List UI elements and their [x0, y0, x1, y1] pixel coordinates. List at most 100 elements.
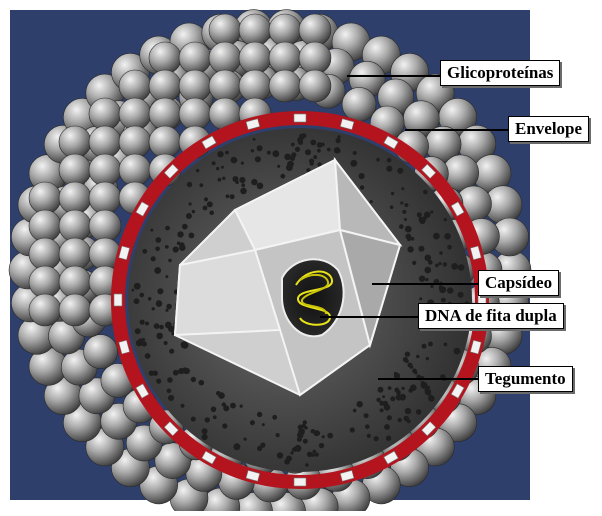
tegument-particle [230, 194, 235, 199]
tegument-particle [428, 342, 433, 347]
tegument-particle [131, 289, 134, 292]
tegument-particle [182, 224, 188, 230]
tegument-particle [149, 371, 154, 376]
tegument-particle [145, 322, 149, 326]
tegument-particle [142, 249, 147, 254]
tegument-particle [303, 439, 308, 444]
glycoprotein-sphere [269, 14, 301, 46]
tegument-particle [222, 423, 227, 428]
label-glicoproteinas: Glicoproteínas [440, 60, 560, 86]
glycoprotein-sphere [209, 70, 241, 102]
tegument-particle [387, 415, 392, 420]
tegument-particle [291, 152, 296, 157]
tegument-particle [458, 292, 464, 298]
tegument-particle [404, 203, 408, 207]
tegument-particle [410, 365, 414, 369]
tegument-particle [350, 160, 357, 167]
glycoprotein-sphere [119, 70, 151, 102]
tegument-particle [299, 134, 305, 140]
tegument-particle [406, 234, 412, 240]
glycoprotein-sphere [179, 42, 211, 74]
tegument-particle [422, 344, 427, 349]
tegument-particle [305, 463, 309, 467]
glycoprotein-sphere [299, 14, 331, 46]
envelope-pore [294, 478, 306, 486]
tegument-particle [202, 434, 208, 440]
tegument-particle [156, 300, 161, 305]
tegument-particle [400, 201, 403, 204]
tegument-particle [140, 293, 145, 298]
tegument-particle [221, 166, 224, 169]
tegument-particle [205, 417, 210, 422]
tegument-particle [241, 183, 245, 187]
tegument-particle [386, 166, 392, 172]
tegument-particle [370, 200, 373, 203]
tegument-particle [135, 328, 141, 334]
glycoprotein-sphere [149, 126, 181, 158]
glycoprotein-sphere [149, 70, 181, 102]
tegument-particle [189, 202, 192, 205]
tegument-particle [405, 352, 410, 357]
tegument-particle [336, 138, 341, 143]
tegument-particle [291, 143, 295, 147]
tegument-particle [353, 151, 357, 155]
tegument-particle [384, 424, 390, 430]
tegument-particle [444, 343, 448, 347]
tegument-particle [277, 452, 283, 458]
tegument-particle [222, 177, 225, 180]
tegument-particle [276, 433, 280, 437]
tegument-particle [402, 210, 406, 214]
glycoprotein-sphere [89, 182, 121, 214]
glycoprotein-sphere [59, 210, 91, 242]
tegument-particle [257, 412, 262, 417]
tegument-particle [239, 177, 245, 183]
tegument-particle [187, 182, 192, 187]
glycoprotein-sphere [29, 210, 61, 242]
tegument-particle [350, 427, 355, 432]
tegument-particle [240, 405, 243, 408]
glycoprotein-sphere [119, 98, 151, 130]
tegument-particle [257, 183, 264, 190]
tegument-particle [211, 407, 217, 413]
tegument-particle [441, 298, 446, 303]
tegument-particle [367, 434, 371, 438]
tegument-particle [407, 246, 413, 252]
glycoprotein-sphere [149, 98, 181, 130]
tegument-particle [225, 151, 229, 155]
tegument-particle [444, 233, 451, 240]
tegument-particle [327, 433, 333, 439]
tegument-particle [374, 436, 379, 441]
tegument-particle [414, 371, 417, 374]
tegument-particle [262, 423, 265, 426]
tegument-particle [154, 267, 161, 274]
tegument-particle [192, 210, 195, 213]
label-tegumento: Tegumento [478, 366, 573, 392]
tegument-particle [396, 394, 402, 400]
tegument-particle [165, 275, 168, 278]
tegument-particle [417, 212, 422, 217]
glycoprotein-sphere [209, 14, 241, 46]
glycoprotein-sphere [239, 70, 271, 102]
tegument-particle [199, 183, 203, 187]
tegument-particle [401, 187, 404, 190]
tegument-particle [218, 178, 222, 182]
tegument-particle [357, 401, 363, 407]
tegument-particle [156, 379, 161, 384]
tegument-particle [165, 322, 172, 329]
glycoprotein-sphere [89, 98, 121, 130]
tegument-particle [222, 402, 226, 406]
tegument-particle [287, 161, 294, 168]
label-capsideo: Capsídeo [478, 270, 559, 296]
tegument-particle [155, 247, 160, 252]
tegument-particle [280, 174, 285, 179]
tegument-particle [151, 256, 156, 261]
glycoprotein-sphere [84, 335, 118, 369]
tegument-particle [423, 190, 428, 195]
tegument-particle [177, 231, 183, 237]
tegument-particle [294, 445, 301, 452]
glycoprotein-sphere [59, 182, 91, 214]
tegument-particle [407, 419, 411, 423]
tegument-particle [419, 276, 425, 282]
glycoprotein-sphere [119, 154, 151, 186]
